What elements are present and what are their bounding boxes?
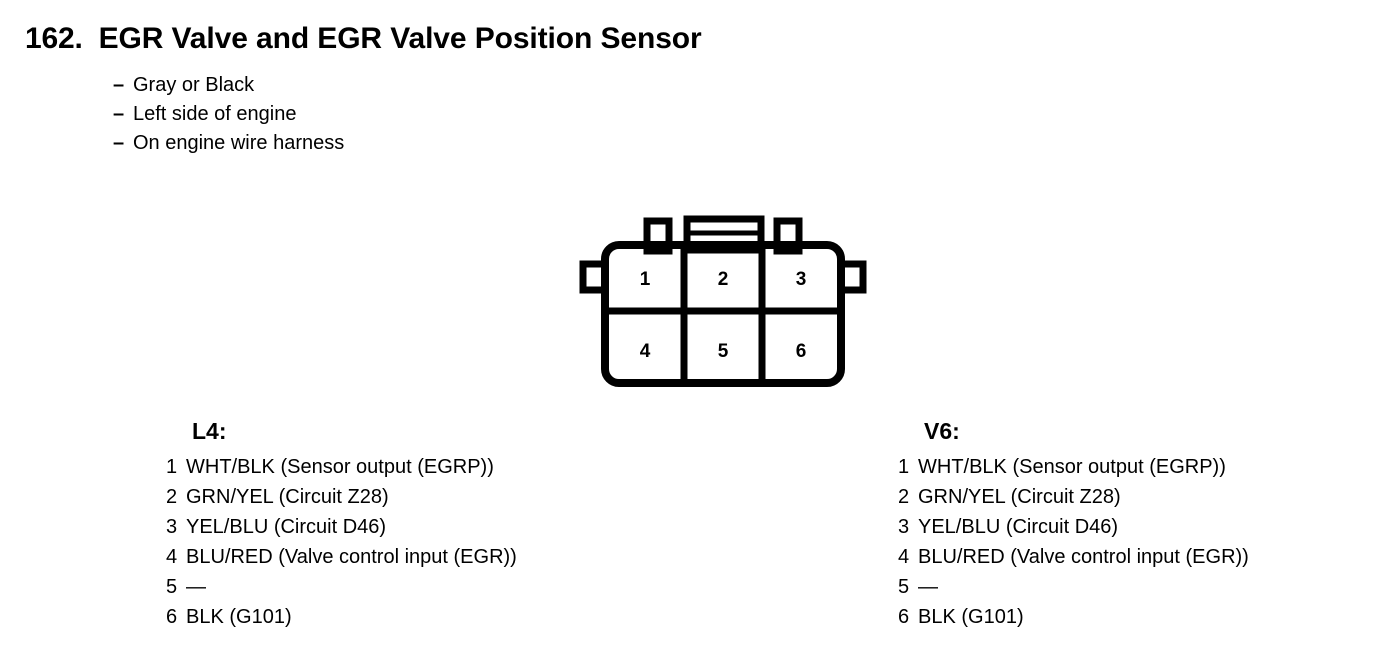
pin-description: YEL/BLU (Circuit D46) xyxy=(918,516,1119,538)
left-top-tab xyxy=(643,217,673,255)
table-row: 4 BLU/RED (Valve control input (EGR)) xyxy=(166,547,517,577)
dash-icon: – xyxy=(113,74,125,96)
pin-description: WHT/BLK (Sensor output (EGRP)) xyxy=(186,456,494,478)
pin-description: WHT/BLK (Sensor output (EGRP)) xyxy=(918,456,1226,478)
pin-number-1: 1 xyxy=(640,269,651,290)
table-row: 3 YEL/BLU (Circuit D46) xyxy=(166,517,517,547)
right-top-tab xyxy=(773,217,803,255)
table-row: 2 GRN/YEL (Circuit Z28) xyxy=(166,487,517,517)
pin-description: BLU/RED (Valve control input (EGR)) xyxy=(918,546,1249,568)
table-row: 5 — xyxy=(898,577,1249,607)
title-text: EGR Valve and EGR Valve Position Sensor xyxy=(98,22,702,55)
note-label: Left side of engine xyxy=(133,103,297,125)
table-row: 6 BLK (G101) xyxy=(166,607,517,637)
pin-description: GRN/YEL (Circuit Z28) xyxy=(918,486,1121,508)
page-title: 162. EGR Valve and EGR Valve Position Se… xyxy=(25,22,702,56)
list-item: – Left side of engine xyxy=(113,104,344,133)
table-row: 2 GRN/YEL (Circuit Z28) xyxy=(898,487,1249,517)
table-row: 1 WHT/BLK (Sensor output (EGRP)) xyxy=(166,457,517,487)
pin-index: 6 xyxy=(898,606,910,628)
pin-description: — xyxy=(186,576,206,598)
table-row: 5 — xyxy=(166,577,517,607)
pin-index: 4 xyxy=(898,546,910,568)
pin-description: YEL/BLU (Circuit D46) xyxy=(186,516,387,538)
dash-icon: – xyxy=(113,132,125,154)
pinout-table-l4: L4: 1 WHT/BLK (Sensor output (EGRP)) 2 G… xyxy=(166,420,517,637)
pin-description: — xyxy=(918,576,938,598)
pin-index: 3 xyxy=(898,516,910,538)
pin-index: 1 xyxy=(166,456,178,478)
pin-index: 3 xyxy=(166,516,178,538)
pinout-heading-v6: V6: xyxy=(924,418,960,444)
pin-number-6: 6 xyxy=(796,341,807,362)
pin-index: 2 xyxy=(898,486,910,508)
pin-number-3: 3 xyxy=(796,269,807,290)
note-label: On engine wire harness xyxy=(133,132,345,154)
list-item: – On engine wire harness xyxy=(113,133,344,162)
pin-number-5: 5 xyxy=(718,341,729,362)
pin-index: 2 xyxy=(166,486,178,508)
table-row: 6 BLK (G101) xyxy=(898,607,1249,637)
table-row: 1 WHT/BLK (Sensor output (EGRP)) xyxy=(898,457,1249,487)
pin-description: BLK (G101) xyxy=(918,606,1024,628)
pin-number-4: 4 xyxy=(640,341,651,362)
table-row: 3 YEL/BLU (Circuit D46) xyxy=(898,517,1249,547)
left-side-tab xyxy=(579,260,609,294)
section-number: 162. xyxy=(25,22,83,55)
pin-index: 6 xyxy=(166,606,178,628)
pin-description: BLU/RED (Valve control input (EGR)) xyxy=(186,546,517,568)
pin-description: GRN/YEL (Circuit Z28) xyxy=(186,486,389,508)
pin-index: 5 xyxy=(898,576,910,598)
pinout-table-v6: V6: 1 WHT/BLK (Sensor output (EGRP)) 2 G… xyxy=(898,420,1249,637)
pinout-heading-l4: L4: xyxy=(192,418,227,444)
pin-index: 1 xyxy=(898,456,910,478)
notes-list: – Gray or Black – Left side of engine – … xyxy=(113,75,344,162)
note-label: Gray or Black xyxy=(133,74,255,96)
table-row: 4 BLU/RED (Valve control input (EGR)) xyxy=(898,547,1249,577)
dash-icon: – xyxy=(113,103,125,125)
connector-diagram: 1 2 3 4 5 6 xyxy=(578,212,868,392)
pin-index: 5 xyxy=(166,576,178,598)
list-item: – Gray or Black xyxy=(113,75,344,104)
pin-index: 4 xyxy=(166,546,178,568)
right-side-tab xyxy=(837,260,867,294)
pin-grid xyxy=(605,245,841,383)
pin-number-2: 2 xyxy=(718,269,729,290)
pin-description: BLK (G101) xyxy=(186,606,292,628)
